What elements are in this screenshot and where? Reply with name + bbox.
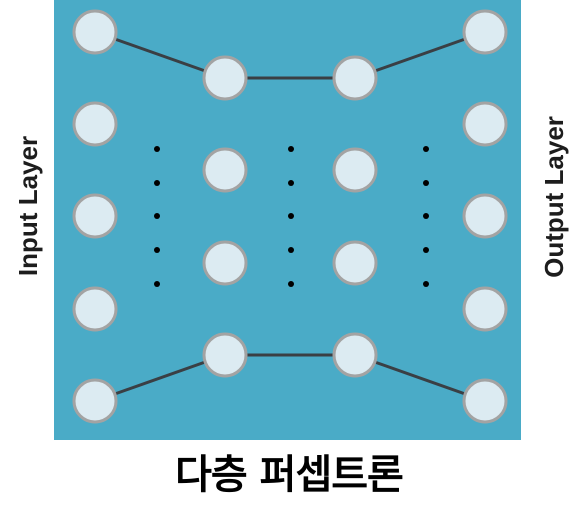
output-node-2 xyxy=(462,101,508,147)
output-node-1 xyxy=(462,9,508,55)
hidden2-node-2 xyxy=(332,147,378,193)
input-node-5 xyxy=(72,378,118,424)
input-node-2 xyxy=(72,101,118,147)
edge-hidden2top-output1 xyxy=(354,30,486,80)
input-node-1 xyxy=(72,9,118,55)
output-layer-label: Output Layer xyxy=(539,116,569,278)
edge-input1-hidden1top xyxy=(94,30,226,80)
input-node-4 xyxy=(72,286,118,332)
edge-input5-hidden1bottom xyxy=(94,353,226,403)
ellipsis-dots-left xyxy=(154,146,160,287)
hidden2-node-4 xyxy=(332,332,378,378)
input-layer-label: Input Layer xyxy=(13,136,43,276)
hidden2-node-1 xyxy=(332,55,378,101)
hidden1-node-4 xyxy=(202,332,248,378)
output-node-3 xyxy=(462,193,508,239)
output-node-5 xyxy=(462,378,508,424)
output-node-4 xyxy=(462,286,508,332)
network-panel xyxy=(54,0,521,440)
hidden1-node-2 xyxy=(202,147,248,193)
hidden2-node-3 xyxy=(332,240,378,286)
ellipsis-dots-right xyxy=(423,146,429,287)
input-node-3 xyxy=(72,193,118,239)
hidden1-node-1 xyxy=(202,55,248,101)
edge-hidden2bottom-output5 xyxy=(354,353,486,403)
diagram-caption: 다층 퍼셉트론 xyxy=(175,452,404,498)
ellipsis-dots-middle xyxy=(288,146,294,287)
hidden1-node-3 xyxy=(202,240,248,286)
